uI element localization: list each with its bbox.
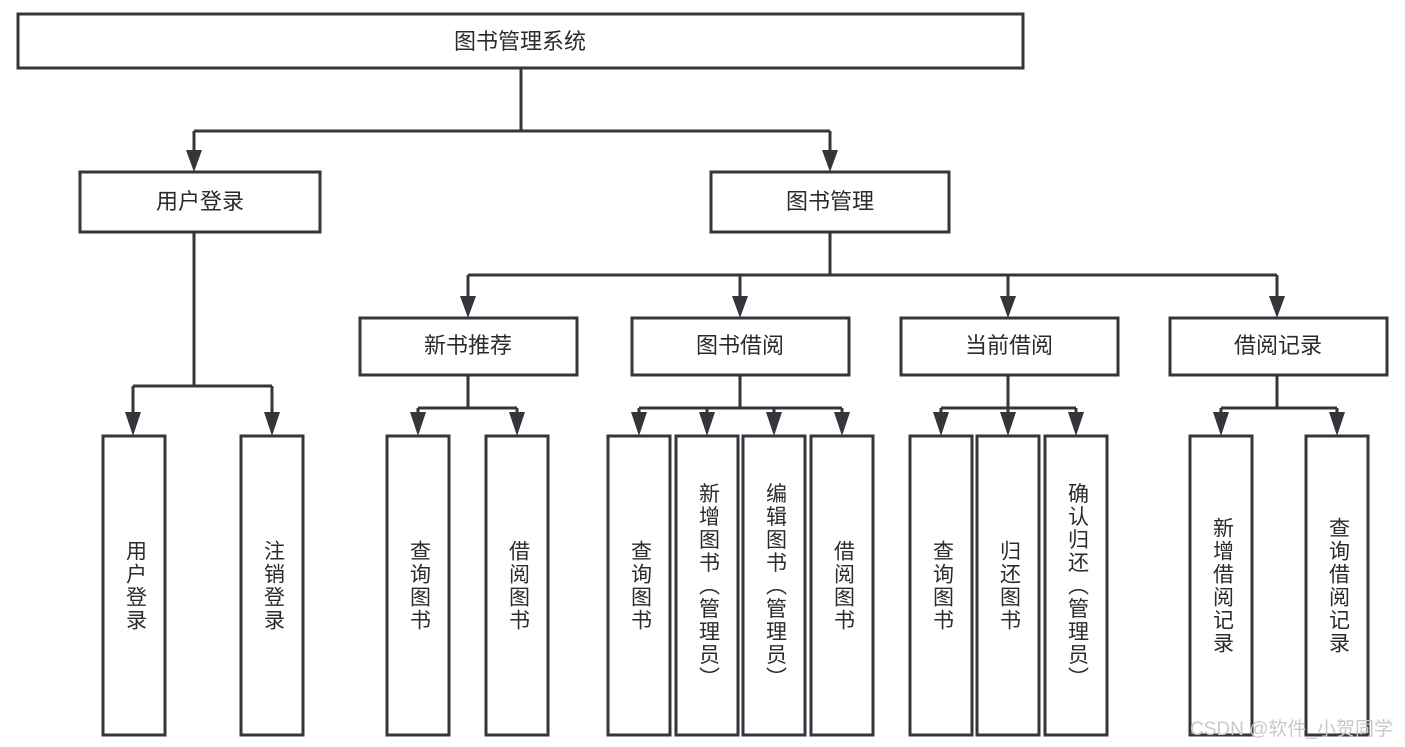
arrowhead-record (1269, 296, 1285, 318)
leaf-newbook-query[interactable]: 查询图书 (385, 434, 451, 737)
arrowhead-re-add (1213, 412, 1229, 436)
arrowhead-leaf-logout (264, 412, 280, 436)
arrowhead-bo-edit (766, 412, 782, 436)
node-borrow-record-label: 借阅记录 (1234, 333, 1322, 358)
arrowhead-nb-borrow (509, 412, 525, 436)
node-root-label: 图书管理系统 (454, 29, 586, 54)
node-borrow-box[interactable] (630, 316, 851, 377)
connector-group-book-mgmt (460, 232, 1285, 318)
arrowhead-cu-query (933, 412, 949, 436)
leaf-borrow-borrow-box[interactable] (809, 434, 875, 737)
node-current-borrow[interactable]: 当前借阅 (899, 316, 1120, 377)
leaf-user-login[interactable]: 用户登录 (101, 434, 167, 737)
leaf-record-add-box[interactable] (1188, 434, 1254, 737)
watermark: CSDN @软件_小贺同学 (1190, 718, 1393, 740)
leaf-borrow-edit-label: 编辑图书（管理员） (763, 483, 787, 690)
connector-group-borrow (631, 375, 850, 436)
node-new-book[interactable]: 新书推荐 (358, 316, 579, 377)
leaf-record-add-label: 新增借阅记录 (1210, 517, 1234, 655)
leaf-borrow-edit[interactable]: 编辑图书（管理员） (741, 434, 807, 737)
leaf-current-confirm-box[interactable] (1043, 434, 1109, 737)
arrowhead-new-book (460, 296, 476, 318)
leaf-record-query[interactable]: 查询借阅记录 (1304, 434, 1370, 737)
node-new-book-label: 新书推荐 (424, 333, 512, 358)
leaf-borrow-add-box[interactable] (674, 434, 740, 737)
leaf-newbook-borrow[interactable]: 借阅图书 (484, 434, 550, 737)
leaf-borrow-query-label: 查询图书 (628, 540, 652, 632)
leaf-record-query-label: 查询借阅记录 (1326, 517, 1350, 655)
leaf-current-confirm-label: 确认归还（管理员） (1065, 483, 1089, 690)
leaf-current-query-label: 查询图书 (930, 540, 954, 632)
node-book-mgmt-label: 图书管理 (786, 189, 874, 214)
node-user-login[interactable]: 用户登录 (78, 170, 322, 234)
node-current-borrow-box[interactable] (899, 316, 1120, 377)
node-new-book-box[interactable] (358, 316, 579, 377)
connector-group-user-login (125, 232, 280, 436)
leaf-logout-box[interactable] (239, 434, 305, 737)
node-borrow[interactable]: 图书借阅 (630, 316, 851, 377)
leaf-borrow-edit-box[interactable] (741, 434, 807, 737)
leaf-borrow-borrow[interactable]: 借阅图书 (809, 434, 875, 737)
node-borrow-label: 图书借阅 (696, 333, 784, 358)
connector-group-record (1213, 375, 1345, 436)
leaf-current-confirm[interactable]: 确认归还（管理员） (1043, 434, 1109, 737)
node-book-mgmt[interactable]: 图书管理 (709, 170, 951, 234)
node-current-borrow-label: 当前借阅 (965, 333, 1053, 358)
leaf-current-return-box[interactable] (975, 434, 1041, 737)
leaf-user-login-box[interactable] (101, 434, 167, 737)
arrowhead-user-login (186, 150, 202, 172)
leaf-newbook-query-label: 查询图书 (407, 540, 431, 632)
leaf-newbook-query-box[interactable] (385, 434, 451, 737)
leaf-borrow-query[interactable]: 查询图书 (606, 434, 672, 737)
leaf-logout[interactable]: 注销登录 (239, 434, 305, 737)
leaf-record-query-box[interactable] (1304, 434, 1370, 737)
leaf-newbook-borrow-label: 借阅图书 (506, 540, 530, 632)
leaf-logout-label: 注销登录 (261, 540, 285, 632)
node-user-login-label: 用户登录 (156, 189, 244, 214)
connector-group-current (933, 375, 1084, 436)
arrowhead-current (1000, 296, 1016, 318)
node-root-box[interactable] (16, 12, 1025, 70)
arrowhead-cu-return (1000, 412, 1016, 436)
node-borrow-record-box[interactable] (1168, 316, 1389, 377)
leaf-current-query[interactable]: 查询图书 (908, 434, 974, 737)
leaf-borrow-query-box[interactable] (606, 434, 672, 737)
arrowhead-re-query (1329, 412, 1345, 436)
arrowhead-cu-confirm (1068, 412, 1084, 436)
leaf-newbook-borrow-box[interactable] (484, 434, 550, 737)
leaf-borrow-add-label: 新增图书（管理员） (696, 483, 720, 690)
leaf-current-query-box[interactable] (908, 434, 974, 737)
connector-group-root (186, 68, 838, 172)
arrowhead-borrow (732, 296, 748, 318)
node-book-mgmt-box[interactable] (709, 170, 951, 234)
leaf-current-return[interactable]: 归还图书 (975, 434, 1041, 737)
leaf-user-login-label: 用户登录 (123, 540, 147, 632)
arrowhead-bo-borrow (834, 412, 850, 436)
node-borrow-record[interactable]: 借阅记录 (1168, 316, 1389, 377)
leaf-record-add[interactable]: 新增借阅记录 (1188, 434, 1254, 737)
leaf-current-return-label: 归还图书 (997, 540, 1021, 632)
arrowhead-nb-query (410, 412, 426, 436)
arrowhead-bo-query (631, 412, 647, 436)
connector-group-new-book (410, 375, 525, 436)
arrowhead-bo-add (699, 412, 715, 436)
leaf-borrow-add[interactable]: 新增图书（管理员） (674, 434, 740, 737)
arrowhead-leaf-user-login (125, 412, 141, 436)
arrowhead-book-mgmt (822, 150, 838, 172)
leaf-borrow-borrow-label: 借阅图书 (831, 540, 855, 632)
node-user-login-box[interactable] (78, 170, 322, 234)
node-root[interactable]: 图书管理系统 (16, 12, 1025, 70)
